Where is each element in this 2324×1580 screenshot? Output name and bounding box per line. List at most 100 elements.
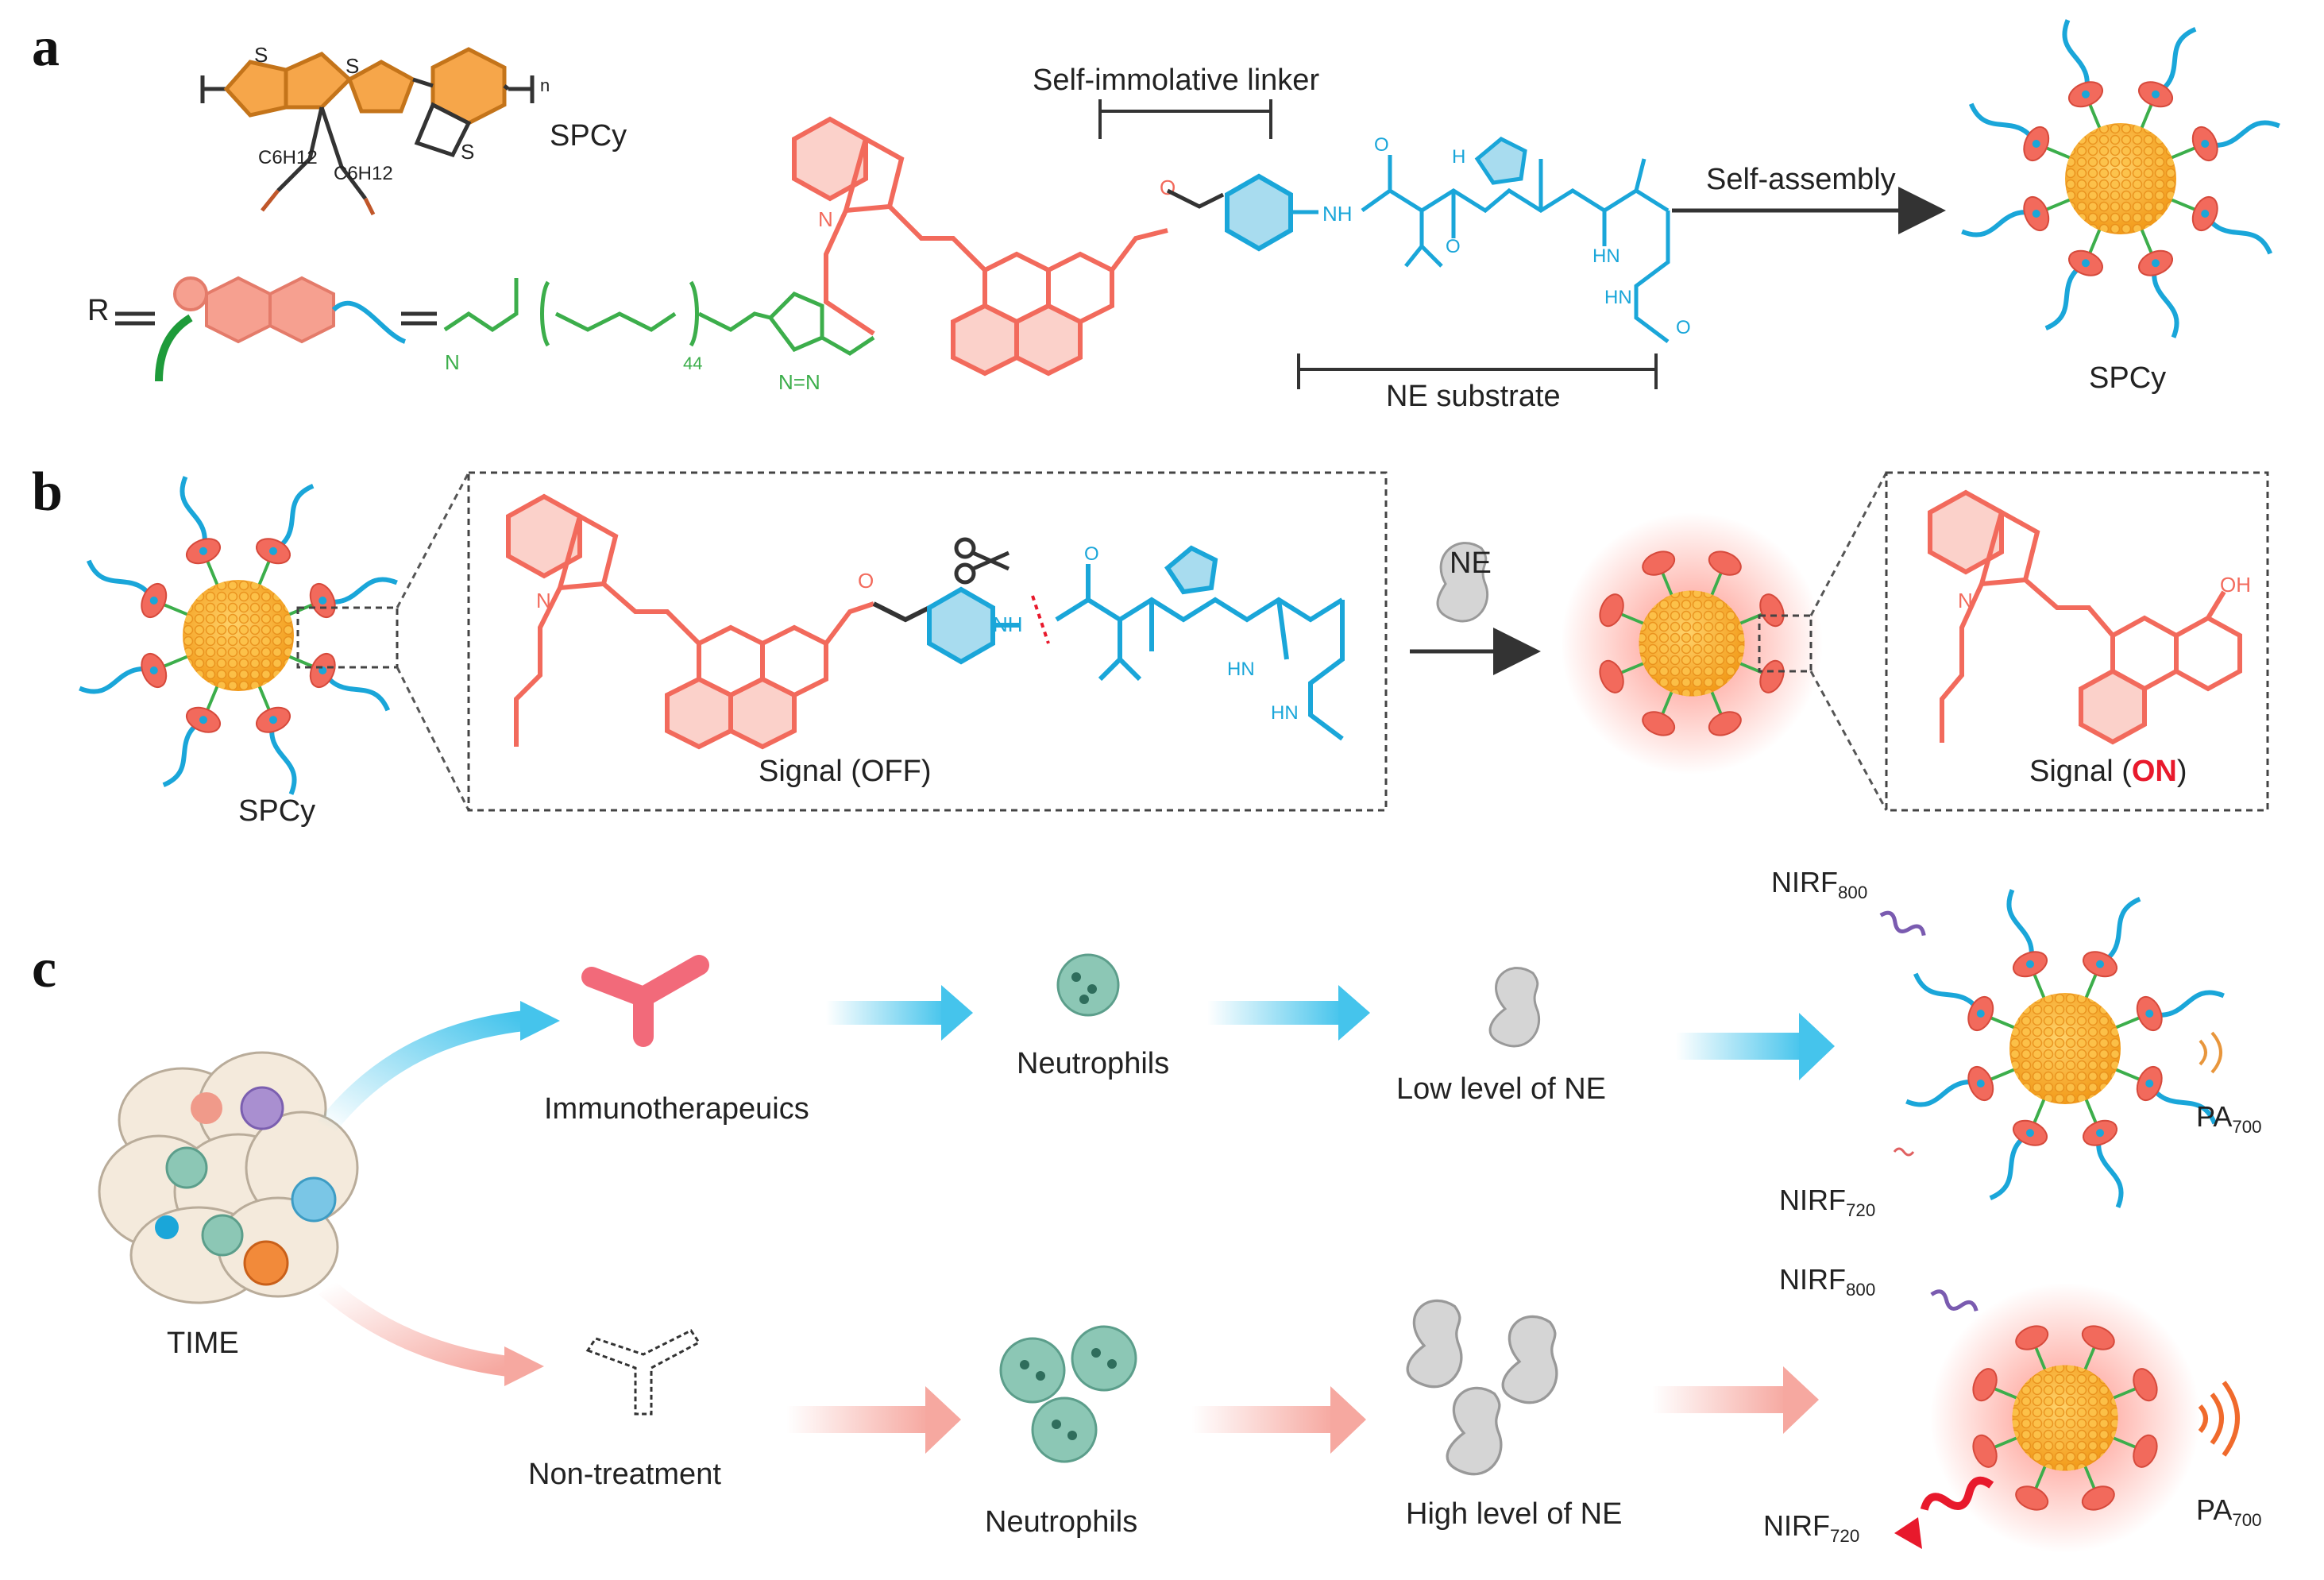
linker-label: Self-immolative linker bbox=[1033, 64, 1320, 97]
spcy-nanoparticle-a bbox=[1961, 19, 2280, 338]
zoom-box-b1 bbox=[296, 606, 399, 669]
neutrophils-bottom bbox=[999, 1325, 1137, 1463]
signal-off-box bbox=[467, 471, 1388, 812]
bottom-arrowhead-2 bbox=[1330, 1386, 1366, 1454]
signal-on-word: ON bbox=[2131, 755, 2177, 788]
signal-on-suffix: ) bbox=[2176, 755, 2187, 788]
np-dye bbox=[1708, 711, 1742, 736]
pa700-bottom-text: PA bbox=[2196, 1493, 2233, 1526]
activated-nanoparticle-b bbox=[1599, 550, 1785, 736]
time-to-therapy-arrowhead bbox=[520, 1001, 560, 1041]
ne-high-icons bbox=[1406, 1299, 1558, 1476]
np-linker-dot bbox=[318, 666, 327, 675]
np-dye bbox=[2015, 1325, 2049, 1350]
np-linker-dot bbox=[2201, 139, 2210, 148]
sulfur-label-2: S bbox=[346, 54, 359, 78]
np-dye bbox=[1599, 593, 1624, 628]
off-nh-label: NH bbox=[993, 612, 1023, 636]
bottom-arrow-3 bbox=[1652, 1386, 1787, 1413]
linker-bracket bbox=[1098, 99, 1272, 139]
np-linker-dot bbox=[2152, 90, 2160, 99]
sulfur-label-1: S bbox=[254, 43, 268, 67]
off-o-label: O bbox=[858, 569, 874, 593]
top-arrowhead-3 bbox=[1799, 1013, 1835, 1080]
nirf720-wave-top bbox=[1893, 1147, 1915, 1157]
np-linker-dot bbox=[199, 547, 207, 555]
nirf800-top-sub: 800 bbox=[1838, 882, 1868, 902]
panel-label-b: b bbox=[32, 462, 63, 523]
non-treatment-label: Non-treatment bbox=[528, 1458, 721, 1491]
pa700-wave-top bbox=[2199, 1031, 2222, 1074]
bottom-arrow-1 bbox=[786, 1406, 929, 1433]
time-to-nontreatment-arrowhead bbox=[504, 1346, 544, 1386]
nirf720-wave-bottom bbox=[1920, 1476, 1994, 1511]
bottom-arrowhead-1 bbox=[925, 1386, 961, 1454]
np-linker-dot bbox=[2032, 139, 2040, 148]
pa700-bottom-sub: 700 bbox=[2232, 1509, 2262, 1530]
substrate-label: NE substrate bbox=[1386, 380, 1561, 413]
zoom-line-2 bbox=[396, 666, 470, 811]
dye-o-label: O bbox=[1160, 176, 1176, 199]
pa700-top-text: PA bbox=[2196, 1100, 2233, 1133]
cyanine-dye-structure bbox=[792, 116, 1168, 377]
signal-on-box bbox=[1885, 471, 2269, 812]
zoom-line-1 bbox=[396, 472, 470, 608]
np-linker-dot bbox=[2032, 210, 2040, 218]
peptide-hn-1: HN bbox=[1592, 245, 1620, 267]
spcy-nanoparticle-low bbox=[1905, 889, 2225, 1208]
nirf800-wave-bottom bbox=[1930, 1289, 1978, 1312]
signal-on-molecule bbox=[1928, 489, 2242, 745]
np-linker-dot bbox=[199, 716, 207, 724]
signal-off-molecule bbox=[506, 493, 1345, 750]
ne-enzyme-icon bbox=[1436, 542, 1489, 623]
signal-off-word: OFF bbox=[860, 755, 921, 788]
polymer-name-label: SPCy bbox=[550, 119, 627, 153]
pa700-bottom-label: PA700 bbox=[2196, 1493, 2262, 1530]
top-arrowhead-1 bbox=[941, 985, 973, 1041]
np-linker-dot bbox=[2145, 1080, 2154, 1088]
substrate-bracket bbox=[1297, 353, 1658, 389]
np-linker-dot bbox=[1976, 1009, 1985, 1018]
sulfur-label-3: S bbox=[461, 140, 474, 164]
nirf720-top-label: NIRF720 bbox=[1779, 1184, 1875, 1220]
neutrophil-top bbox=[1056, 953, 1120, 1017]
off-hn-2: HN bbox=[1271, 702, 1299, 724]
np-linker-dot bbox=[2025, 960, 2034, 968]
bottom-arrowhead-3 bbox=[1783, 1366, 1819, 1434]
peptide-o-2: O bbox=[1446, 236, 1461, 257]
polymer-repeat-n: n bbox=[540, 75, 550, 95]
peg-repeat-label: 44 bbox=[683, 353, 702, 373]
top-arrow-2 bbox=[1207, 1001, 1342, 1025]
alkyl-chain-2: C6H12 bbox=[334, 163, 393, 184]
np-linker-dot bbox=[269, 547, 278, 555]
scissors-icon bbox=[954, 537, 1010, 585]
signal-on-label: Signal (ON) bbox=[2029, 755, 2187, 789]
np-dye bbox=[1972, 1434, 1998, 1468]
triazole-label: N=N bbox=[778, 370, 820, 394]
spcy-np-label-b: SPCy bbox=[238, 794, 316, 828]
np-dye bbox=[1599, 659, 1624, 693]
np-core-texture bbox=[2012, 1365, 2118, 1471]
time-tumor-illustration bbox=[98, 1051, 359, 1304]
peg-nh-label: N bbox=[445, 350, 460, 374]
np-linker-dot bbox=[2152, 259, 2160, 268]
nirf800-bottom-label: NIRF800 bbox=[1779, 1263, 1875, 1300]
r-group-structure bbox=[115, 276, 437, 382]
signal-on-prefix: Signal ( bbox=[2029, 755, 2132, 788]
antibody-outline-icon bbox=[585, 1329, 701, 1416]
nirf720-top-text: NIRF bbox=[1779, 1184, 1846, 1216]
time-to-therapy-arrow bbox=[317, 1010, 526, 1134]
antibody-icon bbox=[581, 955, 709, 1047]
np-linker-dot bbox=[2201, 210, 2210, 218]
top-arrow-1 bbox=[826, 1001, 945, 1025]
high-ne-label: High level of NE bbox=[1406, 1497, 1623, 1531]
np-linker-dot bbox=[269, 716, 278, 724]
np-core-texture bbox=[2065, 123, 2176, 234]
nirf800-wave-top bbox=[1879, 910, 1926, 937]
signal-off-prefix: Signal ( bbox=[759, 755, 861, 788]
nirf800-bottom-sub: 800 bbox=[1846, 1279, 1876, 1300]
np-dye bbox=[1642, 550, 1676, 576]
np-linker-dot bbox=[2145, 1009, 2154, 1018]
panel-a-polymer-backbone bbox=[200, 47, 535, 216]
